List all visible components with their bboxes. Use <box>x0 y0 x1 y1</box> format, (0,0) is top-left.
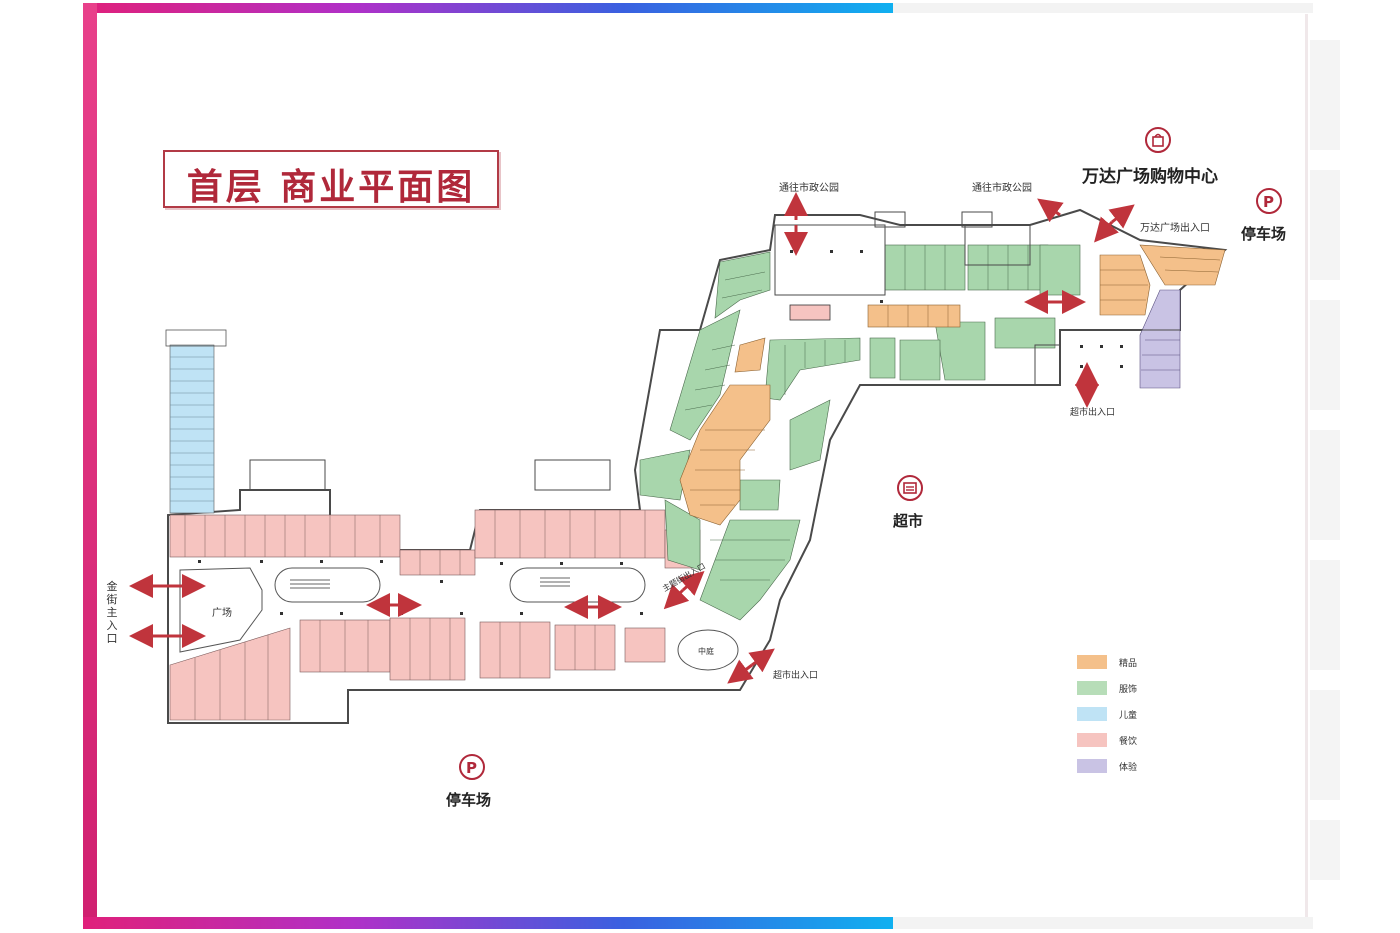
to-park-label-1: 通往市政公园 <box>779 183 839 194</box>
legend-swatch-kids <box>1077 707 1107 721</box>
escalators <box>290 304 831 589</box>
legend-label: 精品 <box>1119 659 1138 669</box>
supermarket-exit-top-label: 超市出入口 <box>1070 408 1116 418</box>
kids-zone <box>165 329 227 514</box>
supermarket-label: 超市 <box>893 512 924 530</box>
supermarket-icon <box>897 475 923 501</box>
street-main-entrance-label: 金街主入口 <box>106 580 118 645</box>
apparel-partitions <box>684 245 1029 581</box>
legend-label: 餐饮 <box>1119 737 1138 747</box>
svg-text:P: P <box>1263 193 1274 211</box>
page-title: 首层 商业平面图 <box>186 167 476 208</box>
shopping-bag-icon <box>1145 127 1171 153</box>
experience-zone <box>1139 289 1181 389</box>
upper-wing-walls <box>249 211 1180 491</box>
columns <box>198 250 1123 615</box>
frame-bottom-bar <box>83 917 893 929</box>
entrance-arrows <box>129 192 1135 684</box>
supermarket-exit-bottom-label: 超市出入口 <box>773 671 819 681</box>
frame-right-line <box>1305 14 1308 917</box>
parking-icon: P <box>459 754 485 780</box>
frame-left-bar <box>83 3 97 929</box>
to-park-label-2: 通往市政公园 <box>972 183 1032 194</box>
legend-swatch-experience <box>1077 759 1107 773</box>
wanda-entrance-label: 万达广场出入口 <box>1140 223 1210 234</box>
wanda-center-label: 万达广场购物中心 <box>1082 167 1218 187</box>
parking-icon: P <box>1256 188 1282 214</box>
legend-swatch-boutique <box>1077 655 1107 669</box>
frame-top-bar <box>83 3 893 13</box>
legend-label: 儿童 <box>1119 711 1138 721</box>
boutique-partitions <box>690 256 1221 506</box>
frame-top-bar-grey <box>893 3 1313 13</box>
courtyard-label: 中庭 <box>698 647 714 656</box>
title-box: 首层 商业平面图 <box>163 150 499 208</box>
svg-text:P: P <box>466 759 477 777</box>
dining-partitions <box>184 510 646 720</box>
frame-right-decoration <box>1310 40 1340 880</box>
square-label: 广场 <box>212 608 232 619</box>
legend-label: 服饰 <box>1119 685 1138 695</box>
frame-bottom-bar-grey <box>893 917 1313 929</box>
parking-label-bottom: 停车场 <box>446 791 492 809</box>
legend-swatch-apparel <box>1077 681 1107 695</box>
legend-label: 体验 <box>1119 763 1138 773</box>
legend-swatch-dining <box>1077 733 1107 747</box>
parking-label-top: 停车场 <box>1241 225 1287 243</box>
